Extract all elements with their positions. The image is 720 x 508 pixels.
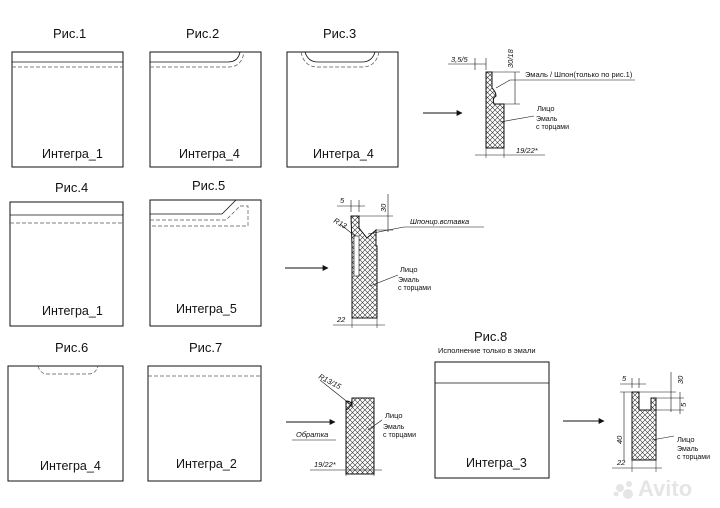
- figure-subtitle: Исполнение только в эмали: [438, 346, 536, 355]
- profile-line: [150, 51, 241, 63]
- figure-4: Рис.4 Интегра_1: [9, 180, 124, 327]
- door-panel: [149, 199, 262, 327]
- face-label: Лицо: [537, 104, 555, 113]
- figure-title: Рис.8: [474, 329, 507, 344]
- door-panel: [149, 51, 262, 168]
- enamel-ends-label: с торцами: [536, 124, 569, 131]
- enamel-ends-label: с торцами: [398, 285, 431, 292]
- face-label: Лицо: [385, 411, 403, 420]
- panel-label: Интегра_4: [179, 147, 240, 161]
- panel-label: Интегра_3: [466, 456, 527, 470]
- figure-3: Рис.3 Интегра_4: [286, 26, 399, 168]
- figure-6: Рис.6 Интегра_4: [7, 340, 124, 482]
- dimension-label: 19/22*: [516, 146, 539, 155]
- profile-cross-section: [631, 391, 657, 461]
- figure-7: Рис.7 Интегра_2: [147, 340, 262, 482]
- panel-label: Интегра_5: [176, 302, 237, 316]
- dimension-label: 3,5/5: [451, 55, 469, 64]
- dimension-label: 30: [379, 203, 388, 212]
- dimension-label: 30: [676, 375, 685, 384]
- panel-label: Интегра_1: [42, 304, 103, 318]
- hidden-line: [37, 365, 99, 375]
- enamel-label: Эмаль: [536, 116, 558, 123]
- door-panel: [7, 365, 124, 482]
- dimension-label: 22: [336, 315, 346, 324]
- figure-title: Рис.2: [186, 26, 219, 41]
- face-label: Лицо: [400, 265, 418, 274]
- enamel-label: Эмаль: [383, 424, 405, 431]
- figure-title: Рис.1: [53, 26, 86, 41]
- profile-cross-section: [345, 397, 375, 475]
- door-panel: [11, 51, 124, 168]
- dimension-label: 5: [679, 402, 688, 407]
- door-panel: [147, 365, 262, 482]
- dimension-label: 5: [340, 196, 345, 205]
- dimension-label: 30/18: [506, 48, 515, 68]
- reverse-label: Обратка: [296, 430, 328, 439]
- panel-label: Интегра_2: [176, 457, 237, 471]
- radius-label: R13: [332, 216, 349, 231]
- figure-title: Рис.3: [323, 26, 356, 41]
- dimension-label: 22: [616, 458, 626, 467]
- figure-title: Рис.6: [55, 340, 88, 355]
- veneer-insert: [353, 235, 360, 277]
- figure-2: Рис.2 Интегра_4: [149, 26, 262, 168]
- callout-label: Шпонир.вставка: [410, 217, 469, 226]
- door-panel: [9, 201, 124, 327]
- hidden-line: [150, 51, 245, 68]
- avito-watermark: Avito: [613, 476, 692, 501]
- hidden-line: [300, 51, 380, 68]
- face-label: Лицо: [677, 435, 695, 444]
- profile-line: [304, 51, 376, 63]
- dimension-label: 19/22*: [314, 460, 337, 469]
- enamel-ends-label: с торцами: [677, 454, 710, 461]
- figure-title: Рис.5: [192, 178, 225, 193]
- door-panel: [286, 51, 399, 168]
- panel-label: Интегра_4: [40, 459, 101, 473]
- dimension-label: 5: [622, 374, 627, 383]
- enamel-label: Эмаль: [398, 277, 420, 284]
- watermark-text: Avito: [638, 476, 692, 501]
- dimension-label: 40: [615, 435, 624, 444]
- hidden-line: [150, 205, 241, 221]
- figure-title: Рис.7: [189, 340, 222, 355]
- profile-section-2: 5 30 R13 Шпонир.вставка Лицо Эмаль с тор…: [332, 194, 484, 328]
- profile-section-1: 3,5/5 30/18 Эмаль / Шпон(только по рис.1…: [448, 48, 635, 158]
- enamel-ends-label: с торцами: [383, 432, 416, 439]
- profile-cross-section: [485, 71, 505, 149]
- figure-8: Рис.8 Исполнение только в эмали Интегра_…: [434, 329, 550, 479]
- panel-label: Интегра_4: [313, 147, 374, 161]
- profile-section-3: Обратка R13/15 Лицо Эмаль с торцами 19/2…: [286, 372, 416, 476]
- figure-1: Рис.1 Интегра_1: [11, 26, 124, 168]
- profile-line: [150, 199, 237, 215]
- enamel-label: Эмаль: [677, 446, 699, 453]
- panel-label: Интегра_1: [42, 147, 103, 161]
- figure-5: Рис.5 Интегра_5: [149, 178, 262, 327]
- callout-label: Эмаль / Шпон(только по рис.1): [525, 70, 633, 79]
- figure-title: Рис.4: [55, 180, 88, 195]
- profile-section-4: 5 30 5 40 Лицо Эмаль с торцами 22: [612, 372, 710, 472]
- door-panel: [434, 361, 550, 479]
